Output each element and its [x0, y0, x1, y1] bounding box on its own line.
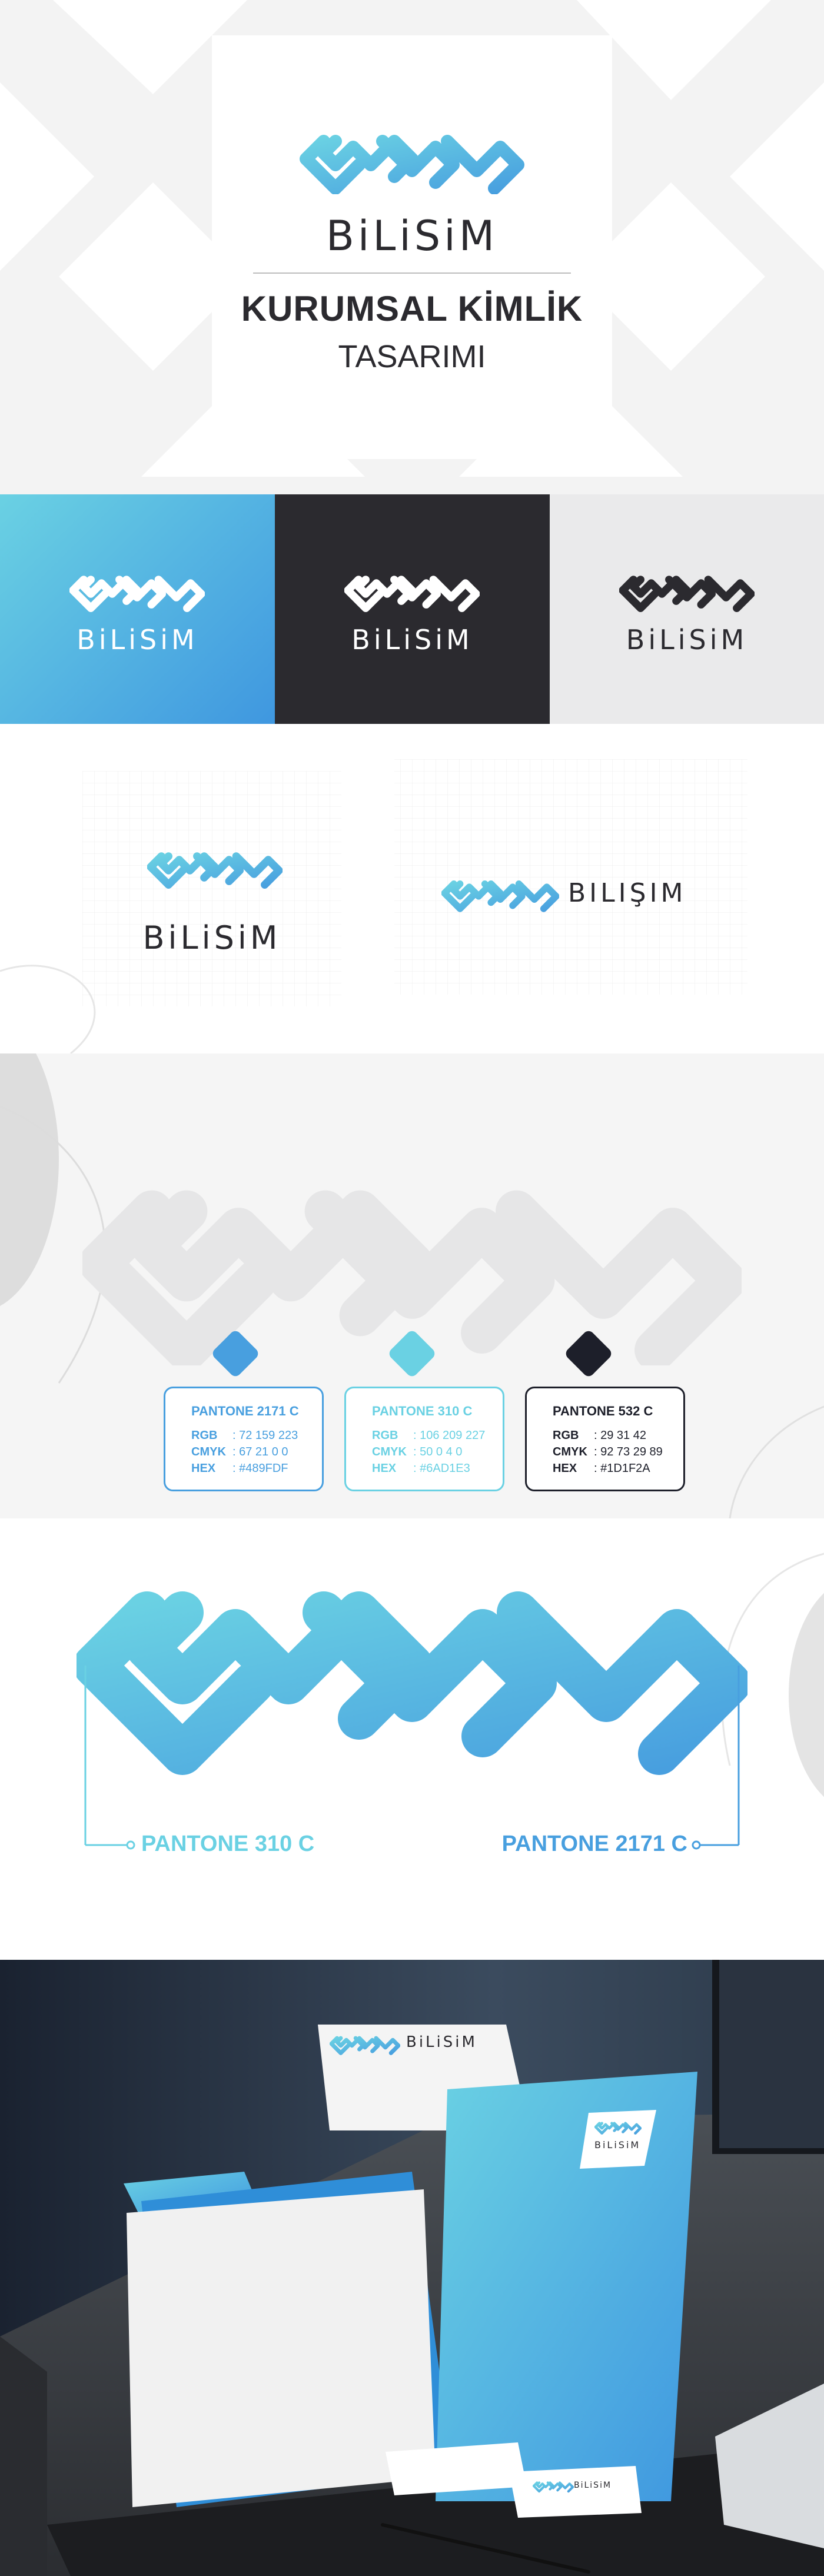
- rgb-value: 106 209 227: [420, 1429, 486, 1442]
- bilisim-logo-icon: [330, 2030, 400, 2055]
- grid-horizontal-wordmark: BILIŞIM: [568, 878, 687, 908]
- variant-light-wordmark: BiLiSiM: [626, 624, 748, 656]
- hex-value: #1D1F2A: [600, 1462, 650, 1475]
- variant-dark: BiLiSiM: [275, 494, 550, 724]
- gradient-label-left: PANTONE 310 C: [141, 1832, 315, 1856]
- variant-light: BiLiSiM: [550, 494, 824, 724]
- card-wordmark: BiLiSiM: [574, 2481, 612, 2490]
- pantone-card-532: PANTONE 532 C RGB: 29 31 42 CMYK: 92 73 …: [525, 1387, 685, 1491]
- background-diamond-pattern: [0, 0, 824, 477]
- cmyk-value: 50 0 4 0: [420, 1445, 463, 1458]
- hex-value: #489FDF: [239, 1462, 288, 1475]
- pantone-section: PANTONE 2171 C RGB: 72 159 223 CMYK: 67 …: [0, 1053, 824, 1518]
- bilisim-logo-icon: [69, 565, 205, 612]
- title-divider: [253, 272, 571, 274]
- grid-background: [0, 759, 747, 1053]
- envelope-wordmark: BiLiSiM: [406, 2033, 477, 2051]
- rgb-value: 29 31 42: [600, 1429, 646, 1442]
- bilisim-logo-icon: [344, 565, 480, 612]
- variant-dark-wordmark: BiLiSiM: [351, 624, 473, 656]
- bilisim-gradient-icon: [77, 1591, 747, 1775]
- bilisim-logo-icon: [533, 2478, 574, 2493]
- decorative-curves: [0, 1053, 824, 1518]
- cmyk-value: 67 21 0 0: [239, 1445, 288, 1458]
- variant-blue: BiLiSiM: [0, 494, 275, 724]
- pantone-name: PANTONE 2171 C: [191, 1404, 299, 1418]
- bilisim-logo-icon: [441, 871, 559, 912]
- pantone-card-2171: PANTONE 2171 C RGB: 72 159 223 CMYK: 67 …: [164, 1387, 324, 1491]
- folder-wordmark: BiLiSiM: [594, 2139, 641, 2150]
- pantone-name: PANTONE 310 C: [372, 1404, 473, 1418]
- title-line-2: TASARIMI: [338, 339, 486, 374]
- gradient-label-right: PANTONE 2171 C: [501, 1832, 687, 1856]
- pantone-card-310: PANTONE 310 C RGB: 106 209 227 CMYK: 50 …: [344, 1387, 504, 1491]
- stationery-mockup: BiLiSiM BiLiSiM BiLiSiM: [0, 1960, 824, 2576]
- logo-variants-band: BiLiSiM BiLiSiM BiLiSiM: [0, 494, 824, 724]
- mockup-scene: [0, 1960, 824, 2576]
- gradient-guide-lines: [84, 1666, 740, 1850]
- bilisim-large-icon: [82, 1190, 742, 1365]
- gradient-decor: [721, 1553, 824, 1797]
- rgb-value: 72 159 223: [239, 1429, 298, 1442]
- bilisim-logo-icon: [594, 2118, 642, 2135]
- logo-grid-section: BiLiSiM BILIŞIM: [0, 724, 824, 1053]
- title-line-1: KURUMSAL KİMLİK: [241, 289, 583, 328]
- pantone-name: PANTONE 532 C: [553, 1404, 653, 1418]
- gradient-section: PANTONE 310 C PANTONE 2171 C: [0, 1518, 824, 1960]
- cmyk-value: 92 73 29 89: [600, 1445, 663, 1458]
- brand-wordmark: BiLiSiM: [325, 212, 499, 260]
- bilisim-logo-icon: [147, 842, 283, 889]
- hex-value: #6AD1E3: [420, 1462, 470, 1475]
- grid-stacked-wordmark: BiLiSiM: [142, 919, 281, 956]
- hero-section: BiLiSiM KURUMSAL KİMLİK TASARIMI: [0, 0, 824, 494]
- bilisim-logo-icon: [619, 565, 755, 612]
- bilisim-logo-icon: [297, 118, 527, 194]
- variant-blue-wordmark: BiLiSiM: [77, 624, 198, 656]
